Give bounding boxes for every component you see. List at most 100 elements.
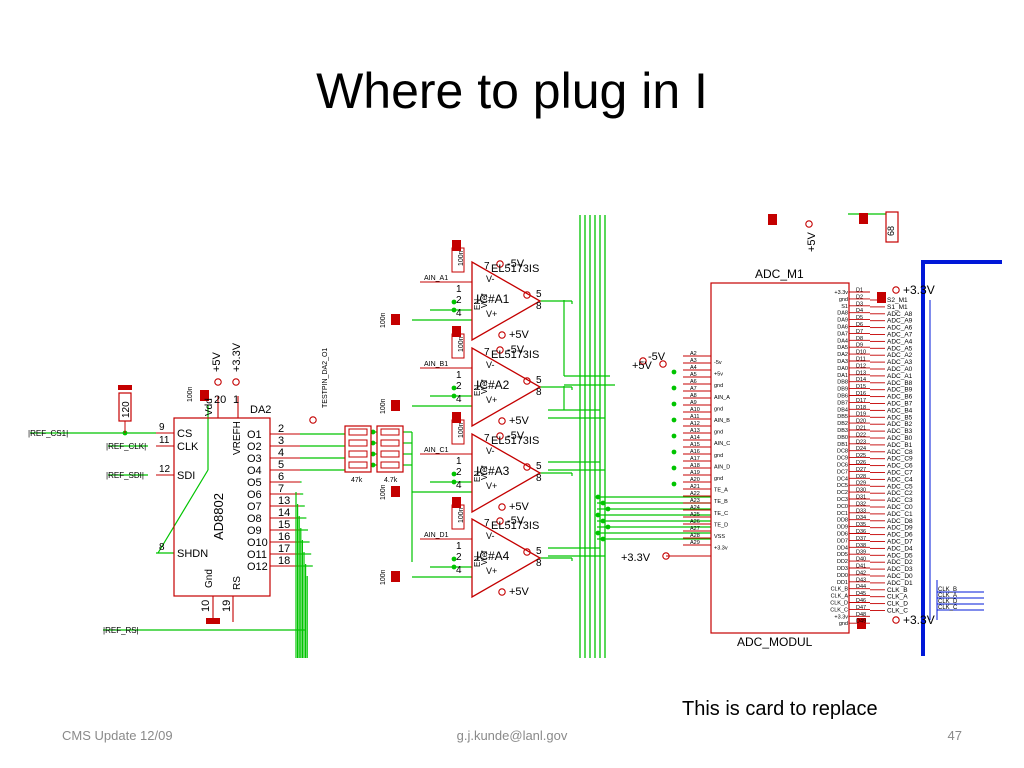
connector-analog-number: A13 [690,428,700,434]
p5v-terminal [498,588,506,596]
opamp-net-label: AIN_C1 [424,447,449,454]
dac-pin-number: 12 [159,464,171,475]
wire-layer [30,213,984,658]
opamp-pin-vref: Vref [480,379,489,394]
connector-analog-number: A27 [690,526,700,532]
connector-pin-number: D3 [856,301,863,307]
connector-pin-number: D20 [856,419,866,425]
connector-pin-label: DC9 [837,456,848,462]
connector-pin-number: D10 [856,350,866,356]
connector-analog-net: TE_B [714,499,728,505]
p5v-terminal [805,220,813,228]
connector-net-label: ADC_D7 [887,539,913,546]
wire-shdn-diag [157,469,209,554]
connector-pin-number: D39 [856,550,866,556]
opamp-pin-vref: Vref [480,293,489,308]
dac-ic-body [173,417,271,597]
opamp-pin-en: EN [473,471,482,482]
opamp-bypass-cap [452,240,461,251]
connector-net-label: ADC_D0 [887,573,913,580]
connector-pin-number: D49 [856,619,866,625]
connector-footer: ADC_MODUL [737,635,813,649]
connector-pin-number: D41 [856,564,866,570]
connector-analog-number: A16 [690,449,700,455]
opamp-triangle [471,260,542,342]
connector-pin-number: D8 [856,336,863,342]
connector-analog-number: A20 [690,477,700,483]
connector-pin-number: D46 [856,598,866,604]
opamp-junction [451,556,457,562]
ref-bypass-cap [391,400,400,411]
p33v-terminal [892,286,900,294]
connector-analog-number: A7 [690,386,697,392]
opamp-bypass-cap [452,412,461,423]
connector-bypass-cap [857,618,866,629]
connector-pin-label: DA3 [837,359,848,365]
dac-net-label: |REF_CS1| [28,429,68,438]
gnd-cap [206,618,220,624]
connector-net-label: ADC_A1 [887,373,913,380]
dac-pin-number: 13 [278,495,290,507]
bundle-junction [605,524,611,530]
dac-net-label: |REF_CLK| [106,442,146,451]
p5v-terminal [498,417,506,425]
connector-analog-number: A5 [690,372,697,378]
connector-net-label: ADC_D4 [887,545,913,552]
connector-pin-label: DC2 [837,490,848,496]
connector-pin-label: DA5 [837,345,848,351]
opamp-pin-num: 2 [456,295,462,306]
connector-pin-number: D45 [856,591,866,597]
m5v-terminal [496,260,504,268]
connector-net-label: ADC_D9 [887,525,913,532]
dac-ref-label: DA2 [250,404,271,416]
blue-bus-outline [921,260,1002,656]
opamp-pin-vm: V- [486,531,495,541]
dac-output-label: O3 [247,453,262,465]
connector-pin-number: D22 [856,432,866,438]
connector-net-label: ADC_B9 [887,387,913,394]
connector-pin-number: D21 [856,426,866,432]
opamp-pin-vp: V+ [486,309,497,319]
connector-analog-number: A25 [690,512,700,518]
resistor-68 [885,211,899,243]
connector-pin-number: D47 [856,605,866,611]
opamp-out-bubble [523,377,531,385]
clock-net-label: CLK_B [938,587,957,593]
connector-analog-number: A11 [690,414,699,420]
connector-pin-label: CLK_C [830,607,848,613]
cs-junction [122,430,128,436]
opamp-junction [451,564,457,570]
p33v-label: +3.3V [231,342,243,372]
m5v-terminal [496,432,504,440]
opamp-pin-num: 5 [536,461,542,472]
p33v-label: +3.3V [903,613,935,627]
bypass-label: 100n [458,336,465,352]
connector-red-dot [671,417,677,423]
dac-pin-number: 19 [221,600,233,612]
dac-net-label: |REF_SDI| [106,471,144,480]
connector-red-dot [671,481,677,487]
opamp-part: EL5173IS [491,263,539,275]
connector-pin-label: CLK_A [831,594,849,600]
opamp-part: EL5173IS [491,349,539,361]
connector-net-label: CLK_B [887,587,908,594]
connector-pin-label: DA2 [837,352,848,358]
opamp-pin-num: 1 [456,541,462,552]
connector-pin-number: D42 [856,570,866,576]
bypass-label: 100n [380,484,387,500]
p5v-terminal [659,360,667,368]
connector-net-label: CLK_C [887,608,908,615]
dac-pin-number: 1 [233,394,239,406]
connector-pin-label: DD8 [837,518,848,524]
slide-title: Where to plug in I [316,63,708,119]
bundle-junction [595,530,601,536]
dac-pin-number: 20 [214,394,226,406]
dac-pin-number: 9 [159,422,165,433]
connector-pin-label: DA7 [837,331,848,337]
dac-pin-number: 8 [159,542,165,553]
dac-pin-label: VREFH [232,421,243,455]
p33v-terminal [662,552,670,560]
dac-output-label: O7 [247,501,262,513]
dac-output-label: O9 [247,525,262,537]
m5v-terminal [496,517,504,525]
